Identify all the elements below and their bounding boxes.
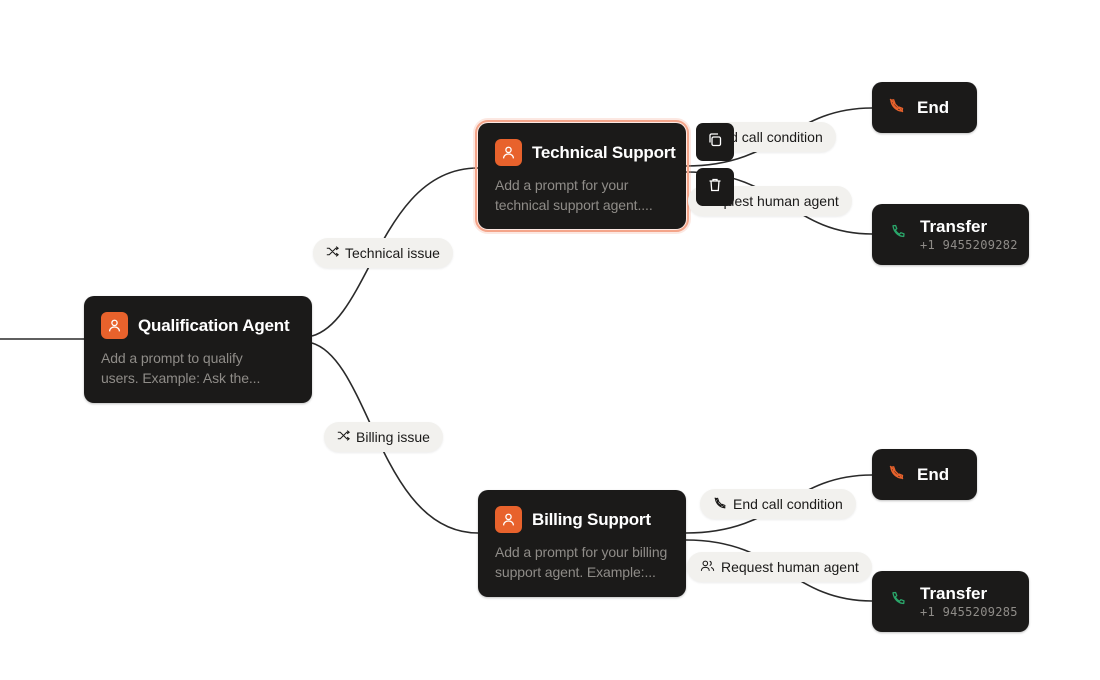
prompt-line: support agent. Example:... [495, 564, 656, 580]
node-prompt-preview: Add a prompt for your technical support … [495, 175, 670, 215]
node-prompt-preview: Add a prompt for your billing support ag… [495, 542, 670, 582]
condition-label: Technical issue [345, 245, 440, 261]
qualification-agent-node[interactable]: Qualification Agent Add a prompt to qual… [84, 296, 312, 403]
node-prompt-preview: Add a prompt to qualify users. Example: … [101, 348, 296, 388]
node-title: Technical Support [532, 142, 676, 162]
node-header: Technical Support [495, 139, 676, 166]
user-icon [495, 139, 522, 166]
transfer-phone: +1 9455209282 [920, 237, 1018, 252]
end-label: End [917, 464, 950, 484]
end-node-bottom[interactable]: End [872, 449, 977, 500]
phone-icon [890, 224, 906, 245]
condition-label: End call condition [733, 496, 843, 512]
shuffle-icon [326, 245, 340, 261]
condition-label: Request human agent [701, 193, 839, 209]
condition-technical-issue[interactable]: Technical issue [313, 238, 453, 268]
copy-icon [707, 132, 723, 153]
prompt-line: technical support agent.... [495, 197, 653, 213]
prompt-line: Add a prompt to qualify [101, 350, 243, 366]
phone-icon [890, 591, 906, 612]
delete-node-button[interactable] [696, 168, 734, 206]
billing-support-node[interactable]: Billing Support Add a prompt for your bi… [478, 490, 686, 597]
node-header: Billing Support [495, 506, 670, 533]
transfer-label: Transfer [920, 216, 988, 236]
node-title: Qualification Agent [138, 315, 290, 335]
node-title: Billing Support [532, 509, 651, 529]
transfer-node-top[interactable]: Transfer +1 9455209282 [872, 204, 1029, 265]
transfer-info: Transfer +1 9455209285 [920, 583, 1018, 619]
condition-billing-issue[interactable]: Billing issue [324, 422, 443, 452]
phone-off-icon [888, 464, 905, 486]
technical-support-node[interactable]: Technical Support Add a prompt for your … [475, 120, 689, 232]
user-icon [495, 506, 522, 533]
prompt-line: Add a prompt for your [495, 177, 629, 193]
users-icon [700, 559, 715, 576]
condition-label: Billing issue [356, 429, 430, 445]
end-node-top[interactable]: End [872, 82, 977, 133]
transfer-label: Transfer [920, 583, 988, 603]
condition-label: End call condition [713, 129, 823, 145]
condition-label: Request human agent [721, 559, 859, 575]
duplicate-node-button[interactable] [696, 123, 734, 161]
end-label: End [917, 97, 950, 117]
transfer-info: Transfer +1 9455209282 [920, 216, 1018, 252]
transfer-node-bottom[interactable]: Transfer +1 9455209285 [872, 571, 1029, 632]
phone-off-icon [713, 496, 727, 513]
prompt-line: users. Example: Ask the... [101, 370, 261, 386]
prompt-line: Add a prompt for your billing [495, 544, 668, 560]
condition-request-human-bottom[interactable]: Request human agent [687, 552, 872, 582]
user-icon [101, 312, 128, 339]
transfer-phone: +1 9455209285 [920, 604, 1018, 619]
node-header: Qualification Agent [101, 312, 296, 339]
shuffle-icon [337, 429, 351, 445]
condition-end-call-bottom[interactable]: End call condition [700, 489, 856, 519]
trash-icon [707, 177, 723, 198]
phone-off-icon [888, 97, 905, 119]
